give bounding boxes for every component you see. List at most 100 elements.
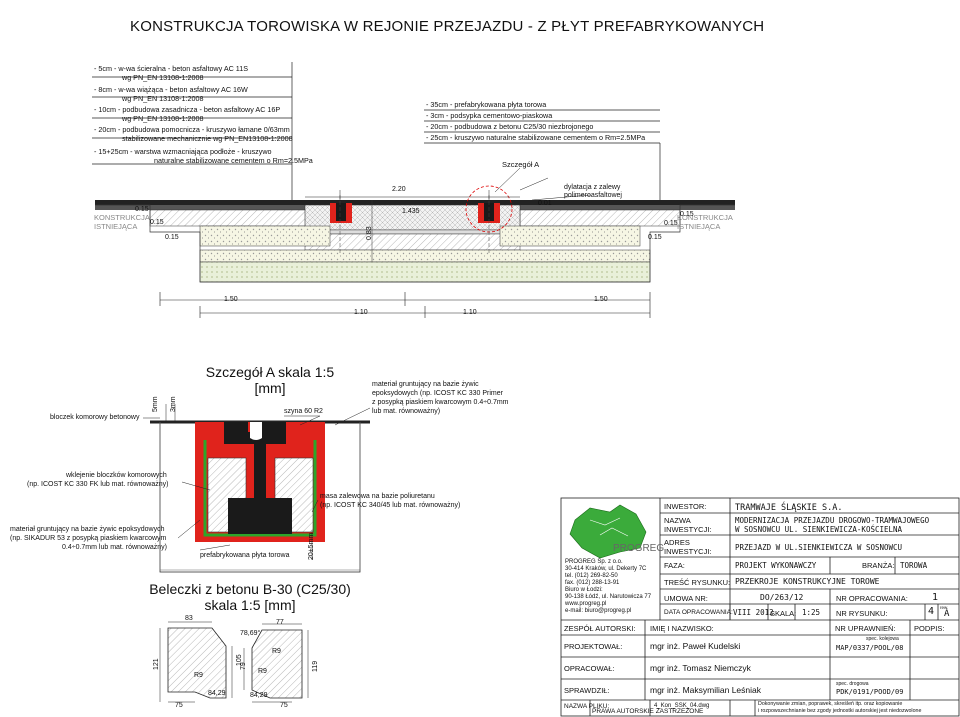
- person-2-name: mgr inż. Tomasz Niemczyk: [650, 663, 751, 673]
- skala-value: 1:25: [802, 608, 821, 617]
- podpis-label: PODPIS:: [914, 624, 945, 633]
- person-1-spec: spec. kolejowa: [866, 636, 899, 642]
- beams-shapes: [159, 621, 309, 703]
- detail-title: Szczegół A skala 1:5 [mm]: [190, 364, 350, 396]
- rlayer-3: - 20cm - podbudowa z betonu C25/30 niezb…: [426, 122, 594, 131]
- adres-label-1: ADRES: [664, 538, 690, 547]
- company-line-1: PROGREG Sp. z o.o.: [565, 559, 623, 565]
- primer-1: materiał gruntujący na bazie żywic: [372, 381, 479, 388]
- plik-value: 4_Kon_SSK_04.dwg: [654, 703, 710, 709]
- beam-right-top: 77: [276, 619, 284, 626]
- dim-015-c: 0.15: [165, 234, 179, 241]
- nrrys-value: 4: [928, 606, 935, 617]
- detail-title-line-2: [mm]: [254, 380, 286, 396]
- beam-left-top: 83: [185, 615, 193, 622]
- person-3-spec: spec. drogowa: [836, 681, 869, 687]
- dim-015-b: 0.15: [150, 219, 164, 226]
- page-title: KONSTRUKCJA TOROWISKA W REJONIE PRZEJAZD…: [130, 18, 765, 35]
- beams-title-line-1: Beleczki z betonu B-30 (C25/30): [149, 581, 351, 597]
- nazwa-label-2: INWESTYCJI:: [664, 525, 712, 534]
- dim-015-e: 0.15: [664, 220, 678, 227]
- dilatation-1: dylatacja z zalewy: [564, 184, 621, 191]
- layer-1-line-1: - 5cm - w-wa ścieralna - beton asfaltowy…: [94, 64, 249, 73]
- plate-label: prefabrykowana płyta torowa: [200, 552, 290, 559]
- prawa-label: PRAWA AUTORSKIE ZASTRZEŻONE: [592, 708, 704, 715]
- inwestor-value: TRAMWAJE ŚLĄSKIE S.A.: [735, 503, 843, 513]
- beam-left-r: R9: [194, 672, 203, 679]
- beam-left-diag: 84,29: [208, 690, 226, 697]
- faza-value: PROJEKT WYKONAWCZY: [735, 561, 817, 570]
- section-layers: [95, 167, 735, 318]
- imie-label: IMIĘ I NAZWISKO:: [650, 624, 714, 633]
- dim-015-a: 0.15: [135, 206, 149, 213]
- data-value: VIII 2012: [733, 608, 774, 617]
- dilatation-2: polimeroasfaltowej: [564, 192, 622, 199]
- nazwa-value-2: W SOSNOWCU UL. SIENKIEWICZA-KOŚCIELNA: [735, 525, 903, 534]
- rew-label: rew.: [940, 605, 949, 610]
- upr-label: NR UPRAWNIEŃ:: [835, 624, 896, 633]
- company-line-8: e-mail: biuro@progreg.pl: [565, 608, 632, 614]
- layer-5-line-1: - 15+25cm - warstwa wzmacniająca podłoże…: [94, 147, 272, 156]
- logo-map: [569, 504, 647, 559]
- nazwa-label-1: NAZWA: [664, 516, 691, 525]
- company-line-2: 30-414 Kraków, ul. Dekerty 7C: [565, 566, 647, 572]
- dim-150-left: 1.50: [224, 296, 238, 303]
- company-line-4: fax. (012) 288-13-91: [565, 580, 620, 586]
- dim-001: 0.01: [538, 200, 552, 207]
- existing-left-2: ISTNIEJĄCA: [94, 222, 138, 231]
- left-layer-legend: - 5cm - w-wa ścieralna - beton asfaltowy…: [94, 64, 313, 172]
- existing-right-2: ISTNIEJĄCA: [677, 222, 721, 231]
- plik-label: NAZWA PLIKU:: [564, 703, 610, 710]
- person-1-name: mgr inż. Paweł Kudelski: [650, 641, 741, 651]
- beam-right-r1: R9: [272, 648, 281, 655]
- beam-left-bottom: 75: [175, 702, 183, 709]
- person-3-role: SPRAWDZIŁ:: [564, 686, 610, 695]
- dim-220: 2.20: [392, 186, 406, 193]
- adres-value: PRZEJAZD W UL.SIENKIEWICZA W SOSNOWCU: [735, 543, 903, 552]
- tresc-label: TREŚĆ RYSUNKU:: [664, 578, 731, 587]
- dim-1435: 1.435: [402, 208, 420, 215]
- primer-4: lub mat. równoważny): [372, 408, 441, 415]
- rlayer-2: - 3cm - podsypka cementowo-piaskowa: [426, 111, 553, 120]
- dim-015-f: 0.15: [648, 234, 662, 241]
- primer2-2: (np. SIKADUR 53 z posypką piaskiem kwarc…: [10, 535, 167, 542]
- existing-left-1: KONSTRUKCJA: [94, 213, 150, 222]
- layer-2-line-1: - 8cm - w-wa wiążąca - beton asfaltowy A…: [94, 85, 248, 94]
- layer-4-line-1: - 20cm - podbudowa pomocnicza - kruszywo…: [94, 125, 290, 134]
- zespol-label: ZESPÓŁ AUTORSKI:: [564, 624, 636, 633]
- adres-label-2: INWESTYCJI:: [664, 547, 712, 556]
- beam-right-diag: 84,29: [250, 692, 268, 699]
- rail-label: szyna 60 R2: [284, 408, 323, 415]
- rew-value: A: [944, 609, 950, 619]
- layer-5-line-2: naturalne stabilizowane cementem o Rm=2.…: [154, 156, 313, 165]
- primer2-1: materiał gruntujący na bazie żywic epoks…: [10, 526, 165, 533]
- beam-right-angle: 78,69°: [240, 630, 261, 637]
- company-line-5: Biuro w Łodzi:: [565, 587, 603, 593]
- primer-3: z posypką piaskiem kwarcowym 0.4÷0.7mm: [372, 399, 509, 406]
- layer-3-line-1: - 10cm - podbudowa zasadnicza - beton as…: [94, 105, 281, 114]
- layer-2-line-2: wg PN_EN 13108-1:2008: [122, 94, 204, 103]
- dim-110-right: 1.10: [463, 309, 477, 316]
- layer-1-line-2: wg PN_EN 13108-1:2008: [122, 73, 204, 82]
- inwestor-label: INWESTOR:: [664, 502, 707, 511]
- rlayer-4: - 25cm - kruszywo naturalne stabilizowan…: [426, 133, 646, 142]
- skala-label: SKALA:: [770, 609, 797, 618]
- logo-text: PROGREG: [613, 543, 665, 554]
- dim-150-right: 1.50: [594, 296, 608, 303]
- layer-4-line-2: stabilizowane mechanicznie wg PN_EN13108…: [122, 134, 293, 143]
- umowa-label: UMOWA NR:: [664, 594, 708, 603]
- glue-2: (np. ICOST KC 330 FK lub mat. równoważny…: [27, 481, 169, 488]
- person-3-name: mgr inż. Maksymilian Leśniak: [650, 685, 762, 695]
- existing-right-1: KONSTRUKCJA: [677, 213, 733, 222]
- person-1-role: PROJEKTOWAŁ:: [564, 642, 623, 651]
- beams-title-line-2: skala 1:5 [mm]: [204, 597, 296, 613]
- beam-right-r2: R9: [258, 668, 267, 675]
- faza-label: FAZA:: [664, 561, 685, 570]
- legend-leaders: [92, 62, 661, 205]
- detail-title-line-1: Szczegół A skala 1:5: [205, 364, 335, 380]
- person-1-num: MAP/0337/POOL/08: [836, 644, 904, 652]
- nropr-value: 1: [932, 592, 939, 603]
- branza-value: TOROWA: [900, 561, 928, 570]
